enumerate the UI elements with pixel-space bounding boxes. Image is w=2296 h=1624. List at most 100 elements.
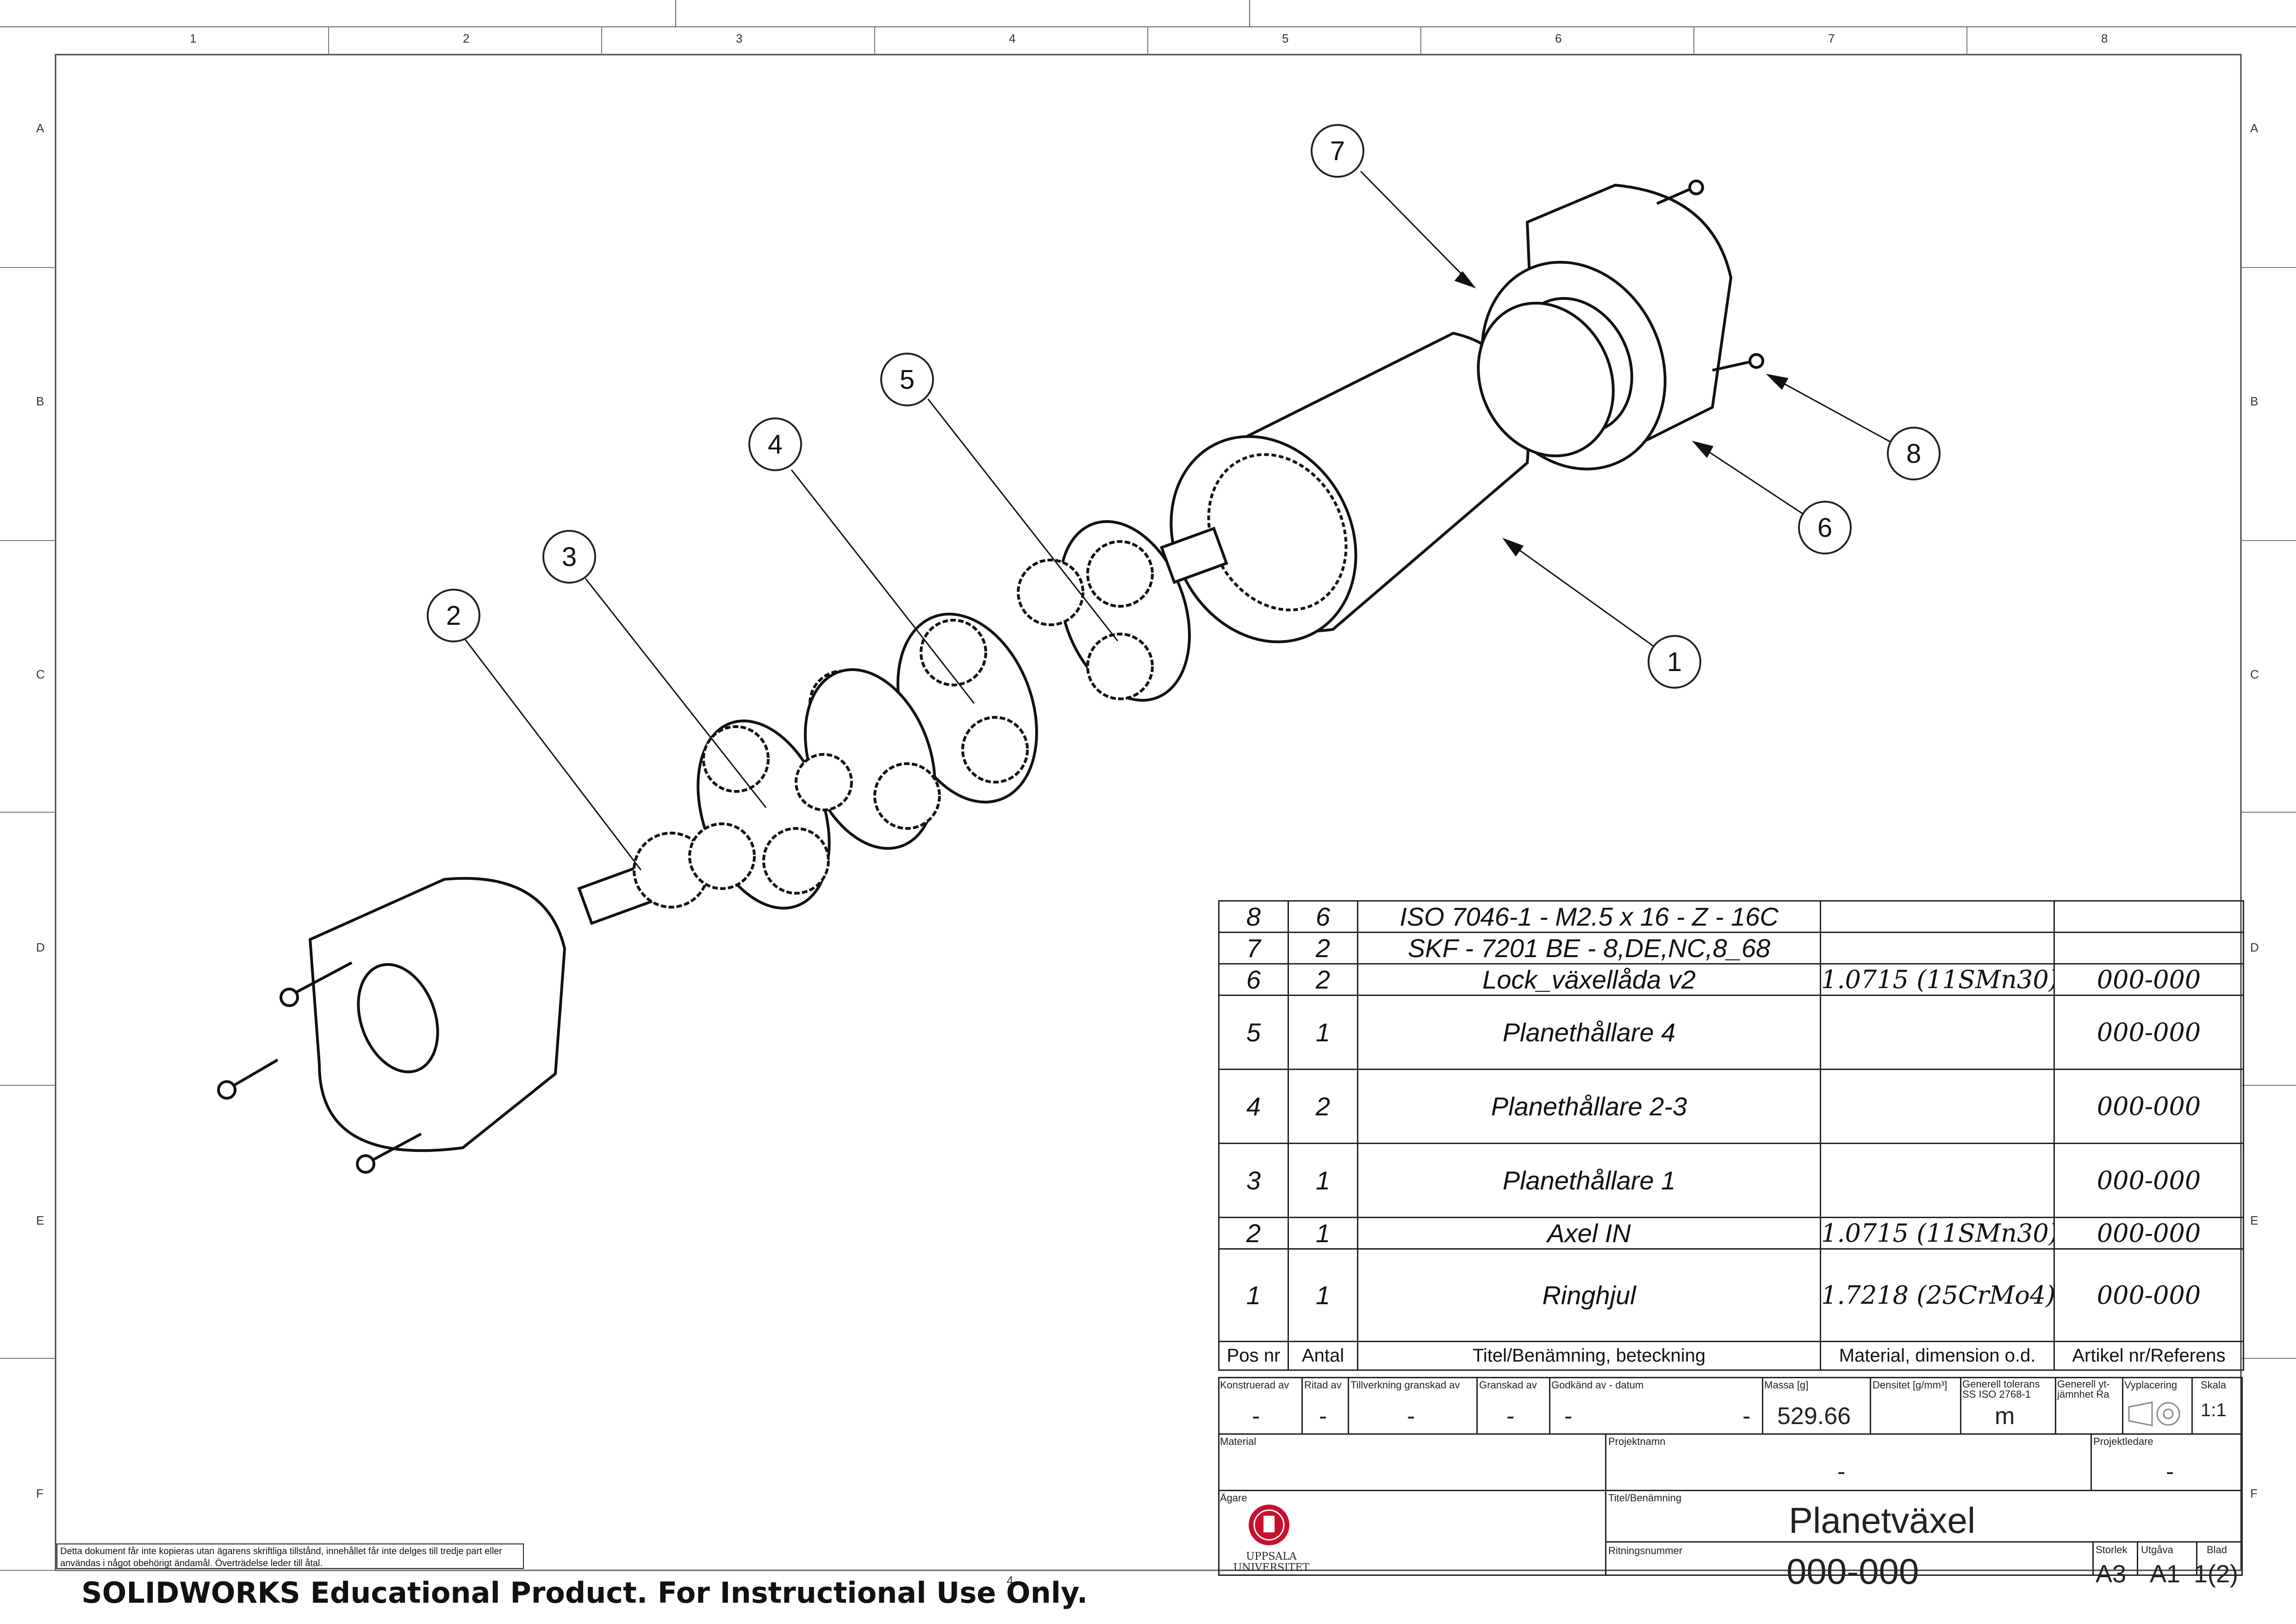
value-project-name: - — [1837, 1458, 1846, 1485]
zone-row-e-right: E — [2250, 1213, 2259, 1227]
zone-col-8: 8 — [2101, 31, 2108, 45]
bom-cell-material — [1820, 1069, 2055, 1144]
bom-cell-material — [1820, 900, 2055, 933]
educational-watermark: SOLIDWORKS Educational Product. For Inst… — [81, 1576, 1088, 1610]
bom-cell-article: 000-000 — [2053, 995, 2244, 1070]
callout-5: 5 — [880, 353, 934, 406]
value-sheet: 1(2) — [2194, 1560, 2239, 1588]
zone-col-3: 3 — [736, 31, 743, 45]
value-revision: A1 — [2150, 1560, 2181, 1588]
callout-6: 6 — [1798, 501, 1852, 554]
bom-cell-qty: 2 — [1288, 963, 1358, 996]
bom-cell-qty: 1 — [1288, 1143, 1358, 1218]
label-manufacturing-check: Tillverkning granskad av — [1350, 1379, 1460, 1391]
bom-cell-qty: 1 — [1288, 1217, 1358, 1250]
label-drawing-number: Ritningsnummer — [1608, 1545, 1683, 1556]
label-mass: Massa [g] — [1764, 1379, 1809, 1391]
value-checked-by: - — [1506, 1403, 1515, 1430]
bom-header-article: Artikel nr/Referens — [2053, 1341, 2244, 1371]
label-checked-by: Granskad av — [1479, 1379, 1537, 1391]
bom-cell-qty: 2 — [1288, 932, 1358, 964]
ring-gear-part — [1170, 331, 1530, 643]
zone-col-1: 1 — [190, 31, 197, 45]
bearing-part — [1477, 301, 1615, 458]
value-approved-date: - — [1742, 1403, 1751, 1430]
bom-cell-pos: 6 — [1218, 963, 1289, 996]
bom-cell-article: 000-000 — [2053, 1143, 2244, 1218]
bom-cell-title: Planethållare 1 — [1357, 1143, 1821, 1218]
planet-carrier-4-part — [1017, 520, 1228, 702]
bom-cell-material — [1820, 995, 2055, 1070]
drawing-title: Planetväxel — [1789, 1500, 1976, 1541]
bom-cell-pos: 4 — [1218, 1069, 1289, 1144]
label-projection: Vyplacering — [2124, 1379, 2178, 1391]
callout-4: 4 — [748, 417, 802, 471]
label-scale: Skala — [2201, 1379, 2227, 1391]
zone-row-f: F — [36, 1487, 44, 1500]
zone-row-f-right: F — [2250, 1487, 2258, 1500]
value-constructed-by: - — [1252, 1403, 1260, 1430]
zone-col-7: 7 — [1828, 31, 1835, 45]
label-material: Material — [1220, 1436, 1257, 1447]
bom-header-material: Material, dimension o.d. — [1820, 1341, 2055, 1371]
owner-name: UPPSALA UNIVERSITET — [1233, 1551, 1310, 1574]
projection-symbol-icon — [2128, 1401, 2180, 1426]
label-revision: Utgåva — [2141, 1544, 2173, 1556]
bom-cell-qty: 1 — [1288, 1248, 1358, 1342]
label-sheet: Blad — [2207, 1544, 2228, 1556]
value-drawn-by: - — [1319, 1403, 1327, 1430]
zone-row-e: E — [36, 1213, 44, 1227]
university-seal-logo — [1249, 1505, 1289, 1545]
zone-col-4: 4 — [1009, 31, 1016, 45]
value-general-tolerance: m — [1995, 1403, 2015, 1430]
zone-row-d: D — [36, 940, 45, 954]
bom-cell-title: Lock_växellåda v2 — [1357, 963, 1821, 996]
zone-row-c-right: C — [2250, 667, 2259, 681]
callout-8: 8 — [1887, 427, 1941, 480]
value-scale: 1:1 — [2201, 1400, 2227, 1420]
bom-cell-article: 000-000 — [2053, 1069, 2244, 1144]
label-surface-roughness: Generell yt-jämnhet Ra — [2057, 1378, 2110, 1400]
zone-row-a-right: A — [2250, 121, 2259, 135]
zone-bottom-label: 4 — [1007, 1574, 1014, 1587]
bom-cell-material — [1820, 932, 2055, 964]
bom-cell-pos: 2 — [1218, 1217, 1289, 1250]
zone-row-b-right: B — [2250, 394, 2259, 408]
bom-cell-material — [1820, 1143, 2055, 1218]
value-manufacturing-check: - — [1407, 1403, 1415, 1430]
label-size: Storlek — [2096, 1544, 2128, 1556]
bom-cell-pos: 1 — [1218, 1248, 1289, 1342]
bom-cell-article — [2053, 900, 2244, 933]
bom-cell-title: SKF - 7201 BE - 8,DE,NC,8_68 — [1357, 932, 1821, 964]
bom-header-title: Titel/Benämning, beteckning — [1357, 1341, 1821, 1371]
bom-cell-article: 000-000 — [2053, 1217, 2244, 1250]
bom-cell-pos: 7 — [1218, 932, 1289, 964]
zone-row-b: B — [36, 394, 44, 408]
label-project-lead: Projektledare — [2093, 1436, 2153, 1447]
label-approved-by: Godkänd av - datum — [1551, 1379, 1644, 1391]
input-housing-part — [217, 877, 566, 1174]
label-project-name: Projektnamn — [1608, 1436, 1666, 1447]
callout-1: 1 — [1648, 635, 1701, 689]
value-size: A3 — [2096, 1560, 2127, 1588]
zone-col-6: 6 — [1555, 31, 1562, 45]
label-title: Titel/Benämning — [1608, 1492, 1682, 1504]
bom-cell-title: Planethållare 4 — [1357, 995, 1821, 1070]
bom-cell-pos: 5 — [1218, 995, 1289, 1070]
bom-cell-title: ISO 7046-1 - M2.5 x 16 - Z - 16C — [1357, 900, 1821, 933]
bom-cell-article: 000-000 — [2053, 963, 2244, 996]
label-owner: Ägare — [1220, 1492, 1247, 1504]
value-mass: 529.66 — [1777, 1403, 1851, 1430]
value-approved-by: - — [1564, 1403, 1573, 1430]
bom-cell-title: Axel IN — [1357, 1217, 1821, 1250]
label-constructed-by: Konstruerad av — [1220, 1379, 1289, 1391]
zone-row-a: A — [36, 121, 44, 135]
